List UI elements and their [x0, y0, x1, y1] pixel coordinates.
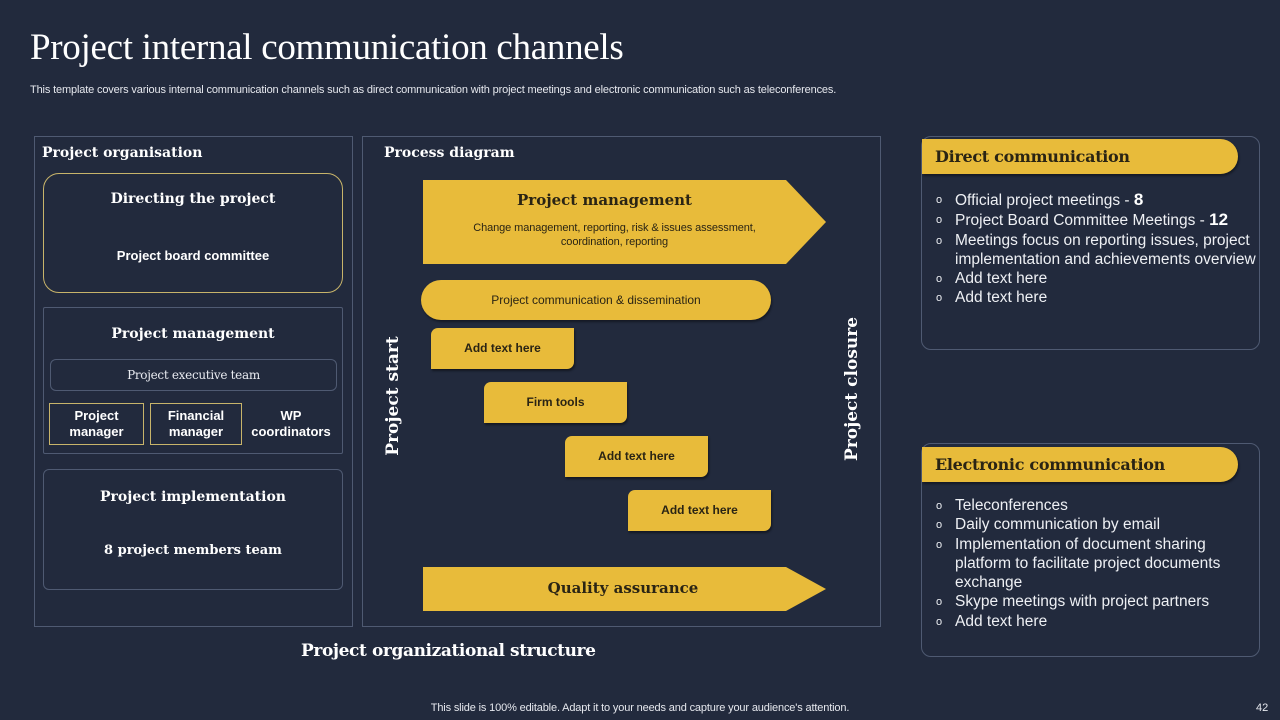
quality-assurance-label: Quality assurance: [547, 579, 699, 597]
bullet-icon: o: [936, 194, 943, 206]
directing-project-title: Directing the project: [110, 191, 276, 207]
project-management-title: Project management: [111, 326, 275, 342]
footer-note: This slide is 100% editable. Adapt it to…: [430, 702, 850, 714]
process-diagram-panel: [362, 136, 881, 627]
project-implementation-title: Project implementation: [100, 489, 286, 505]
project-management-arrow-title: Project management: [517, 191, 692, 209]
project-executive-team-box: Project executive team: [50, 359, 337, 391]
project-organisation-heading: Project organisation: [42, 145, 203, 161]
quality-assurance-arrow: Quality assurance: [423, 567, 826, 611]
project-closure-label: Project closure: [842, 316, 862, 461]
electronic-communication-header: Electronic communication: [922, 447, 1238, 482]
project-organisation-panel: [34, 136, 353, 627]
project-management-arrow-description: Change management, reporting, risk & iss…: [473, 222, 756, 248]
meeting-count: 12: [1209, 210, 1229, 230]
project-management-box: Project management Project executive tea…: [43, 307, 343, 454]
bullet-icon: o: [936, 519, 943, 532]
bullet-icon: o: [936, 214, 943, 227]
process-step-3: Add text here: [565, 436, 708, 477]
bullet-icon: o: [936, 273, 943, 286]
bullet-icon: o: [936, 234, 943, 247]
process-step-4: Add text here: [628, 490, 771, 531]
process-step-1: Add text here: [431, 328, 574, 369]
bullet-icon: o: [936, 615, 943, 628]
bullet-icon: o: [936, 500, 943, 512]
project-members-team-label: 8 project members team: [104, 543, 282, 558]
slide-subtitle: This template covers various internal co…: [30, 84, 837, 96]
slide-title: Project internal communication channels: [30, 27, 624, 68]
process-diagram-heading: Process diagram: [384, 145, 515, 161]
communication-dissemination-pill: Project communication & dissemination: [421, 280, 771, 320]
bullet-icon: o: [936, 292, 943, 305]
page-number: 42: [1256, 702, 1269, 714]
bullet-icon: o: [936, 538, 943, 551]
project-start-label: Project start: [383, 336, 403, 456]
project-manager-role: Project manager: [49, 403, 144, 445]
wp-coordinators-role: WP coordinators: [251, 408, 331, 439]
project-management-arrow: Project management Change management, re…: [423, 180, 826, 264]
directing-project-box: Directing the project Project board comm…: [43, 173, 343, 293]
project-board-committee-label: Project board committee: [116, 248, 270, 263]
bullet-icon: o: [936, 596, 943, 609]
financial-manager-role: Financial manager: [150, 403, 242, 445]
direct-communication-header: Direct communication: [922, 139, 1238, 174]
project-implementation-box: Project implementation 8 project members…: [43, 469, 343, 590]
process-step-firm-tools: Firm tools: [484, 382, 627, 423]
org-structure-caption: Project organizational structure: [301, 641, 596, 661]
meeting-count: 8: [1133, 190, 1144, 209]
